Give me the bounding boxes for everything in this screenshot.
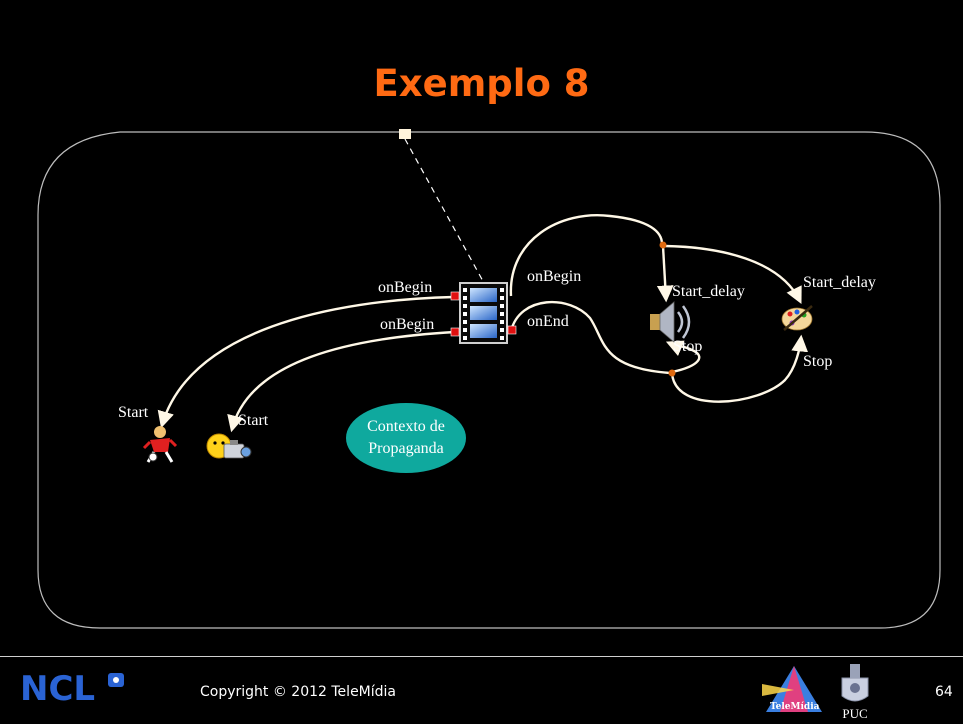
label-onbegin-left-top: onBegin (378, 279, 432, 296)
port-mapping-line (404, 138, 485, 284)
link-join-to-audio-stop (665, 340, 701, 374)
link-join-to-audio-start (656, 245, 674, 303)
speaker-icon[interactable] (650, 301, 691, 343)
paint-palette-icon[interactable] (781, 305, 813, 331)
label-audio-stop: Stop (673, 338, 702, 355)
label-paint-start-delay: Start_delay (803, 274, 876, 291)
slide-title: Exemplo 8 (373, 62, 590, 105)
smiley-camera-icon[interactable] (206, 433, 252, 459)
context-port[interactable] (399, 129, 411, 139)
context-boundary (37, 131, 941, 629)
join-dot-bottom (668, 369, 676, 377)
label-camera-start: Start (238, 412, 269, 429)
footer-divider (0, 656, 963, 657)
ncl-logo: NCL (20, 670, 124, 704)
copyright-text: Copyright © 2012 TeleMídia (200, 684, 396, 700)
link-onend-right (509, 300, 671, 375)
label-onbegin-right: onBegin (527, 268, 581, 285)
label-audio-start-delay: Start_delay (672, 283, 745, 300)
context-label-line2: Propaganda (368, 440, 444, 457)
svg-text:TeleMídia: TeleMídia (770, 701, 820, 712)
context-label-line1: Contexto de (367, 418, 445, 435)
page-number: 64 (935, 684, 953, 700)
video-port-right[interactable] (507, 325, 517, 335)
svg-text:NCL: NCL (20, 670, 95, 704)
telemidia-logo: TeleMídia (762, 666, 822, 712)
context-propaganda-bubble[interactable] (346, 403, 466, 473)
link-join-to-paint-stop (670, 334, 809, 403)
link-onbegin-right (509, 214, 664, 297)
join-dot-top (659, 241, 667, 249)
puc-logo: PUC (841, 664, 869, 721)
video-film-icon[interactable] (459, 282, 508, 344)
link-onbegin-soccer (157, 295, 455, 429)
link-join-to-paint-start (664, 244, 802, 305)
label-onend-right: onEnd (527, 313, 569, 330)
label-soccer-start: Start (118, 404, 149, 421)
video-port-left-bottom[interactable] (450, 327, 460, 337)
link-onbegin-camera (227, 330, 456, 433)
label-paint-stop: Stop (803, 353, 832, 370)
label-onbegin-left-bottom: onBegin (380, 316, 434, 333)
video-port-left-top[interactable] (450, 291, 460, 301)
soccer-player-icon[interactable] (142, 426, 178, 463)
svg-text:PUC: PUC (842, 706, 867, 721)
